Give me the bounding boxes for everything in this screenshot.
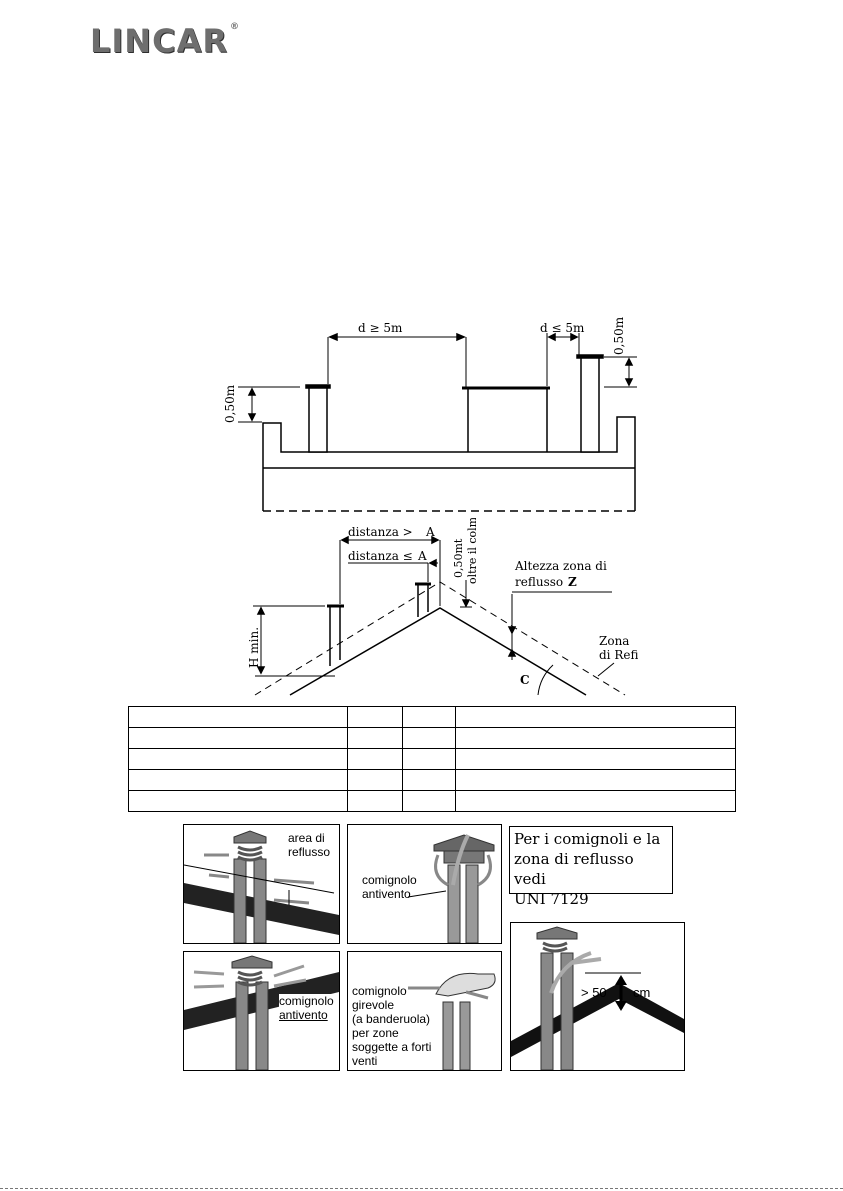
antivento-roof-label: comignolo antivento — [279, 994, 334, 1022]
panel-antivento-roof: comignolo antivento — [183, 951, 340, 1071]
panel-antivento-cap-art — [407, 834, 495, 943]
panel-reflux-area: area di reflusso — [183, 824, 340, 944]
panel-reflux-area-art — [184, 830, 339, 943]
dist-gt-label: distanza > — [348, 525, 413, 539]
dist-gt-a: A — [425, 525, 435, 539]
panel-height-50cm-art — [511, 926, 684, 1070]
panel-antivento-roof-art — [184, 955, 339, 1070]
dist-le-label: distanza ≤ — [348, 549, 413, 563]
logo-text: LINCAR — [90, 22, 228, 60]
parapet-outline — [262, 416, 636, 511]
flat-dim-d-ge: d ≥ 5m — [358, 321, 403, 335]
dim-cm-label: cm — [633, 985, 651, 1000]
registered-mark: ® — [229, 22, 240, 32]
table-row — [128, 790, 736, 812]
altezza-line2: reflusso — [515, 575, 563, 589]
pitched-roof-diagram: distanza > A distanza ≤ A 0,50mt oltre i… — [247, 518, 638, 696]
dim-50-label: > 50 — [581, 985, 607, 1000]
flat-roof-diagram: d ≥ 5m d ≤ 5m 0,50m 0,50m — [223, 316, 637, 512]
z-letter: Z — [568, 575, 577, 589]
chimney-right — [580, 356, 600, 453]
zona-line2: di Refiusso — [599, 648, 638, 662]
c-letter: C — [520, 673, 530, 687]
lincar-logo: LINCAR® — [90, 22, 240, 60]
panel-height-50cm: > 50 cm — [510, 922, 685, 1071]
h-min-label: H min. — [247, 627, 261, 668]
table-row — [128, 727, 736, 749]
flat-dim-right-h: 0,50m — [612, 316, 626, 355]
table-row — [128, 748, 736, 770]
antivento-cap-label: comignolo antivento — [362, 873, 417, 901]
flat-dim-left-h: 0,50m — [223, 384, 237, 423]
panel-girevole: comignolo girevole (a banderuola) per zo… — [347, 951, 502, 1071]
table-row — [128, 769, 736, 791]
dist-le-a: A — [417, 549, 427, 563]
flat-dim-d-le: d ≤ 5m — [540, 321, 585, 335]
reflux-label: area di reflusso — [288, 831, 331, 859]
chimney-left — [308, 386, 328, 453]
over-ridge-height: 0,50mt — [452, 538, 465, 578]
panel-antivento-cap: comignolo antivento — [347, 824, 502, 944]
footer-separator — [0, 1188, 843, 1189]
girevole-label: comignolo girevole (a banderuola) per zo… — [352, 984, 432, 1068]
table-row — [128, 706, 736, 728]
empty-table — [128, 706, 736, 812]
over-ridge-text: oltre il colm — [466, 518, 479, 584]
zona-line1: Zona — [599, 634, 629, 648]
altezza-line1: Altezza zona di — [514, 559, 607, 573]
panel-girevole-art — [408, 972, 496, 1070]
uni-7129-note: Per i comignoli e la zona di reflusso ve… — [509, 826, 673, 908]
